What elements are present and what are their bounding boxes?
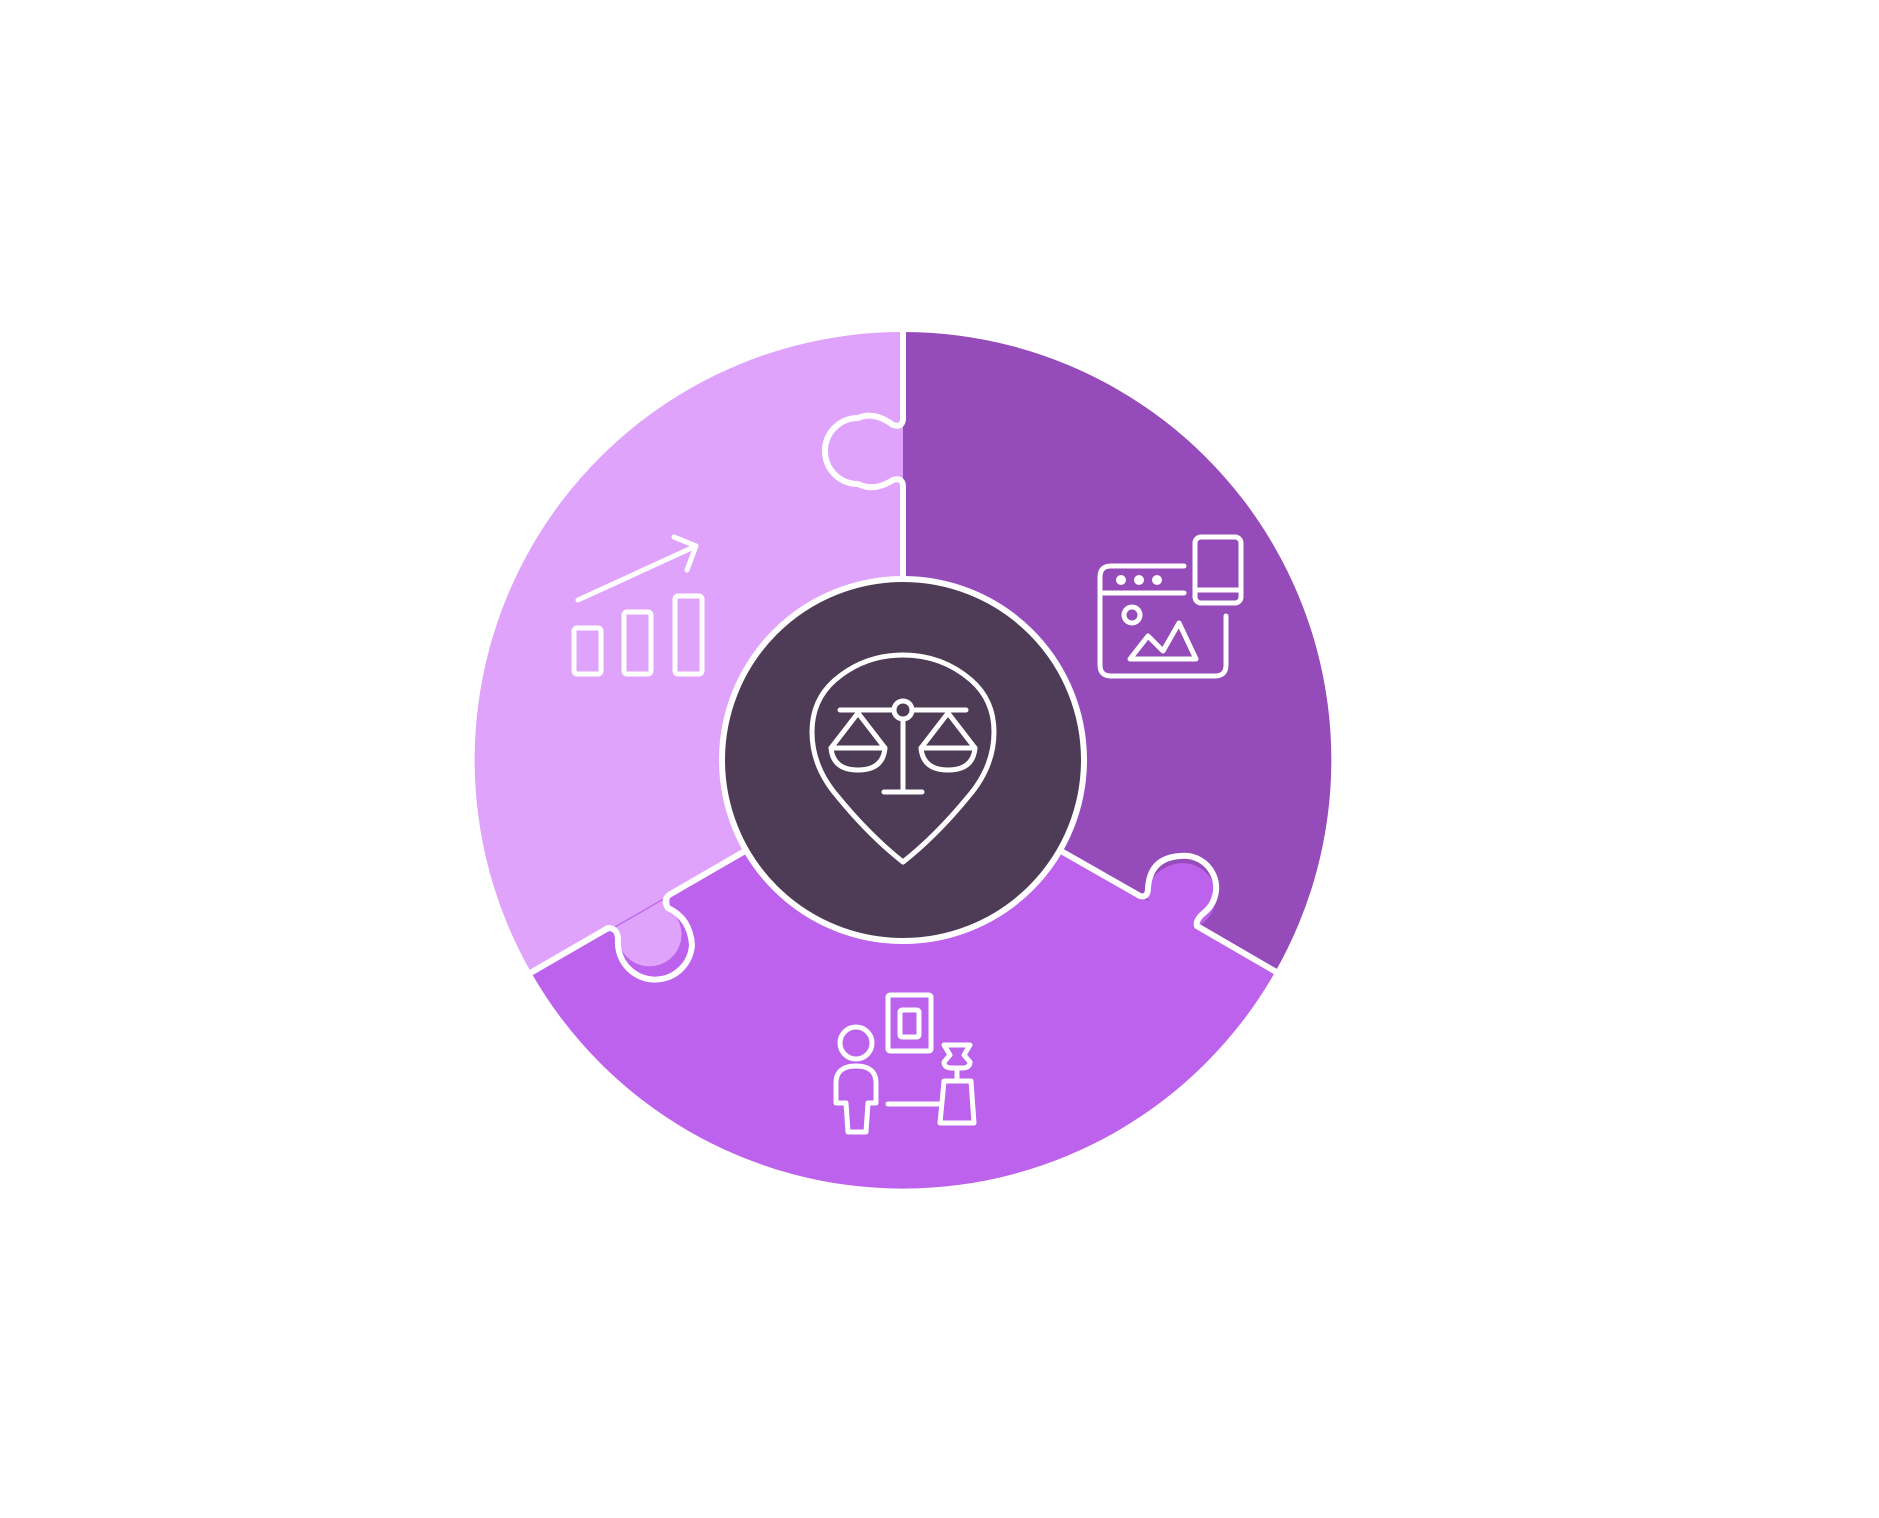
seam-right: [1058, 848, 1281, 976]
browser-and-phone-icon: [1097, 534, 1244, 679]
knob-left: [528, 896, 682, 978]
balance-scale-location-pin-icon: [809, 652, 997, 865]
seam-top: [822, 329, 906, 588]
seam-left: [529, 848, 748, 983]
bar-chart-growth-icon: [571, 534, 705, 677]
knob-top: [842, 414, 903, 491]
people-collaboration-icon: [833, 992, 977, 1135]
knob-right: [1145, 863, 1278, 985]
